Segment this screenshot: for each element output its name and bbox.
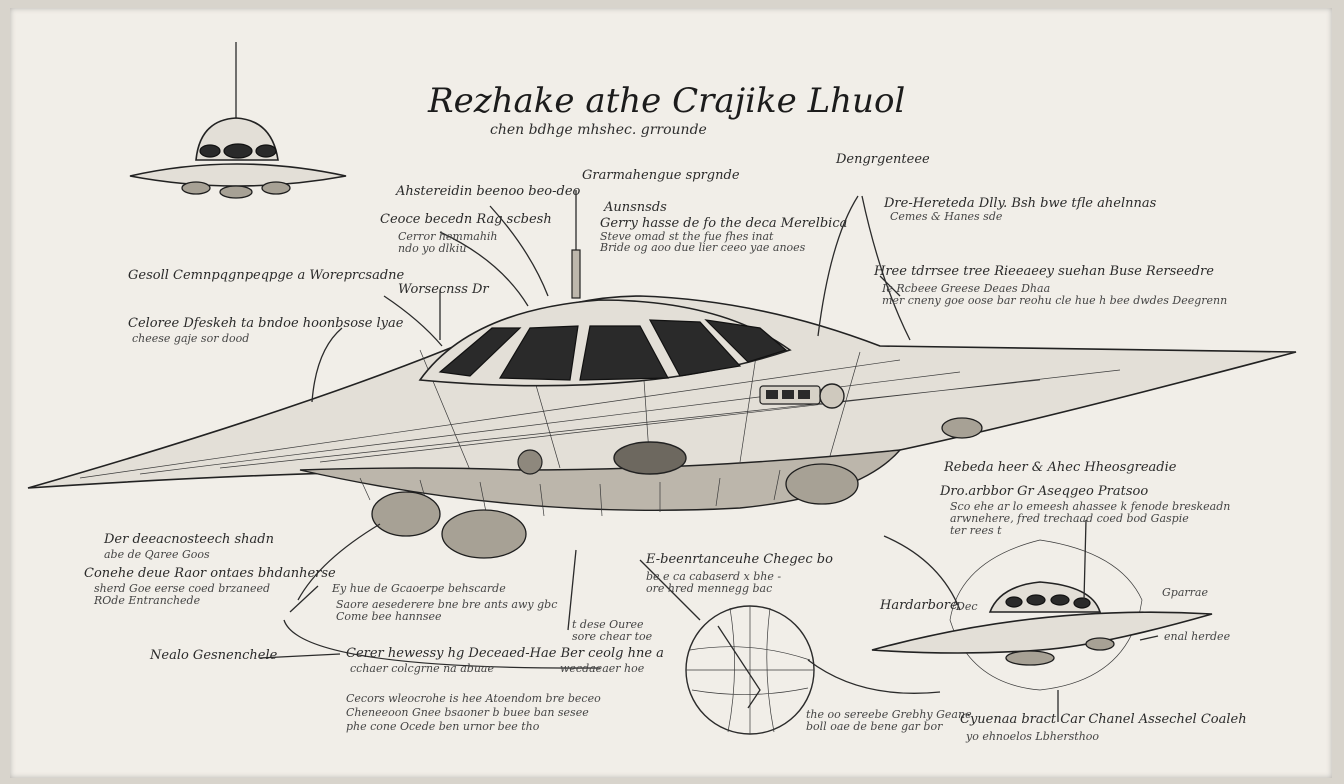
annotation-top-center-line4: Steve omad st the fue fhes inat bbox=[600, 230, 774, 243]
annotation-top-right-b-line1: Dre-Hereteda Dlly. Bsh bwe tfle ahelnnas bbox=[884, 196, 1157, 211]
annotation-bottom-mid-line1: t dese Ouree bbox=[572, 618, 644, 631]
sheet-title: Rezhake athe Crajike Lhuol bbox=[428, 81, 906, 121]
main-saucer bbox=[27, 190, 1297, 559]
annotation-compass-line2: boll oae de bene gar bor bbox=[806, 720, 943, 733]
small-saucer-top bbox=[129, 42, 347, 199]
annotation-left-wing-line1: Gesoll Cemnpqgnpeqpge a Woreprcsadne bbox=[128, 268, 405, 283]
annotation-top-right-b-line2: Cemes & Hanes sde bbox=[890, 210, 1003, 223]
annotation-bottom-right-b-line2: Dec bbox=[956, 600, 978, 613]
annotation-bottom-center-b-line3: wecdaeaer hoe bbox=[560, 662, 645, 675]
annotation-top-right-a: Dengrgenteee bbox=[836, 152, 930, 167]
annotation-top-center-line3: Gerry hasse de fo the deca Merelbica bbox=[600, 216, 848, 231]
annotation-bottom-right-a-line1: E-beenrtanceuhe Chegec bo bbox=[646, 552, 833, 567]
annotation-bottom-center-a-line3: Come bee hannsee bbox=[336, 610, 442, 623]
annotation-bottom-center-a-line2: Saore aesederere bne bre ants awy gbc bbox=[336, 598, 558, 611]
annotation-bottom-right-a-line2: be e ca cabaserd x bhe - bbox=[646, 570, 782, 583]
annotation-bottom-right-d-line2: yo ehnoelos Lbhersthoo bbox=[966, 730, 1100, 743]
leader-lines bbox=[259, 195, 1159, 722]
annotation-bottom-mid-line2: sore chear toe bbox=[572, 630, 653, 643]
annotation-right-mid-line3: Sco ehe ar lo emeesh ahassee k fenode br… bbox=[950, 500, 1231, 513]
compass-diagram bbox=[685, 605, 815, 735]
annotation-right-wing-line1: Hree tdrrsee tree Rieeaeey suehan Buse R… bbox=[874, 264, 1214, 279]
annotation-left-wing-line3: cheese gaje sor dood bbox=[132, 332, 250, 345]
annotation-top-left-line3: Cerror hemmahih bbox=[398, 230, 498, 243]
annotation-bottom-right-c-line2: enal herdee bbox=[1164, 630, 1231, 643]
annotation-right-mid-line5: ter rees t bbox=[950, 524, 1002, 537]
annotation-bottom-right-c-line1: Gparrae bbox=[1162, 586, 1208, 599]
annotation-bottom-left-b-line2: sherd Goe eerse coed brzaneed bbox=[94, 582, 271, 595]
annotation-right-mid-line4: arwnehere, fred trechaad coed bod Gaspie bbox=[950, 512, 1189, 525]
annotation-bottom-right-d-line1: Cyuenaa bract Car Chanel Assechel Coaleh bbox=[960, 712, 1247, 727]
annotation-bottom-center-c-line3: phe cone Ocede ben urnor bee tho bbox=[346, 720, 540, 733]
small-saucer-bottom bbox=[871, 539, 1213, 691]
annotation-top-left-line1: Ahstereidin beenoo beo-deo bbox=[396, 184, 581, 199]
annotation-right-mid-line2: Dro.arbbor Gr Aseqgeo Pratsoo bbox=[940, 484, 1149, 499]
annotation-bottom-left-c: Nealo Gesnenchele bbox=[150, 648, 278, 663]
annotation-left-wing-line2: Celoree Dfeskeh ta bndoe hoonbsose lyae bbox=[128, 316, 404, 331]
annotation-top-center-line1: Grarmahengue sprgnde bbox=[582, 168, 740, 183]
annotation-right-mid-line1: Rebeda heer & Ahec Hheosgreadie bbox=[944, 460, 1177, 475]
annotation-bottom-right-b-line1: Hardarbore bbox=[880, 598, 958, 613]
annotation-mid-left-small: Worsecnss Dr bbox=[398, 282, 489, 297]
annotation-bottom-left-a-line1: Der deeacnosteech shadn bbox=[104, 532, 274, 547]
annotation-right-wing-line2: Ie Rcbeee Greese Deaes Dhaa bbox=[882, 282, 1051, 295]
annotation-bottom-center-b-line2: cchaer colcgrne na abuae bbox=[350, 662, 494, 675]
sheet-subtitle: chen bdhge mhshec. grrounde bbox=[490, 122, 707, 138]
annotation-right-wing-line3: mer cneny goe oose bar reohu cle hue h b… bbox=[882, 294, 1228, 307]
annotation-bottom-center-b-line1: Cerer hewessy hg Deceaed-Hae Ber ceolg h… bbox=[346, 646, 664, 661]
annotation-bottom-center-c-line2: Cheneeoon Gnee bsaoner b buee ban sesee bbox=[346, 706, 589, 719]
annotation-bottom-left-b-line1: Conehe deue Raor ontaes bhdanherse bbox=[84, 566, 336, 581]
annotation-compass-line1: the oo sereebe Grebhy Geane bbox=[806, 708, 972, 721]
annotation-top-center-line5: Bride og aoo due lier ceeo yae anoes bbox=[600, 241, 806, 254]
annotation-top-left-line4: ndo yo dlkiu bbox=[398, 242, 467, 255]
annotation-top-center-line2: Aunsnsds bbox=[604, 200, 667, 215]
annotation-bottom-right-a-line3: ore hred mennegg bac bbox=[646, 582, 773, 595]
annotation-bottom-center-c-line1: Cecors wleocrohe is hee Atoendom bre bec… bbox=[346, 692, 601, 705]
annotation-bottom-left-a-line2: abe de Qaree Goos bbox=[104, 548, 210, 561]
annotation-top-left-line2: Ceoce becedn Rag scbesh bbox=[380, 212, 552, 227]
annotation-bottom-left-b-line3: ROde Entranchede bbox=[94, 594, 201, 607]
annotation-bottom-center-a-line1: Ey hue de Gcaoerpe behscarde bbox=[332, 582, 506, 595]
